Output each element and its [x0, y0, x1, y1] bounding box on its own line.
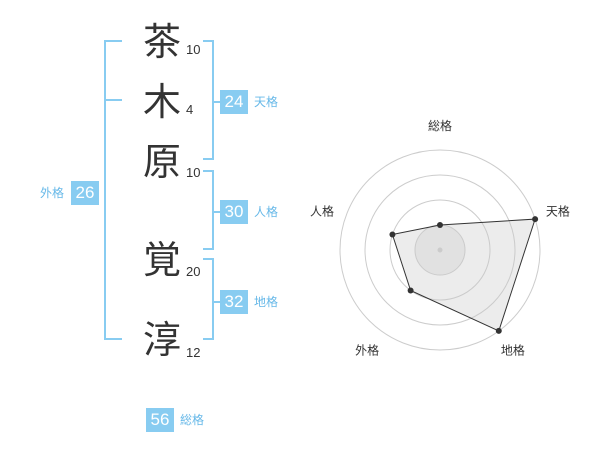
chikaku-bracket-vertical	[212, 258, 214, 340]
soukaku-label: 総格	[180, 413, 205, 427]
jinkaku-bracket-vertical	[212, 170, 214, 250]
chikaku-bracket-stub	[213, 301, 221, 303]
radar-point-1	[437, 222, 443, 228]
gaikaku-bracket-mid	[104, 99, 122, 101]
tenkaku-label: 天格	[254, 95, 279, 109]
gaikaku-bracket-vertical	[104, 40, 106, 340]
jinkaku-bracket-bottom	[203, 248, 213, 250]
radar-ring	[389, 199, 491, 301]
chikaku-value-badge: 32	[220, 290, 248, 314]
radar-ring	[364, 174, 516, 326]
radar-axis-label-2: 天格	[546, 204, 570, 219]
radar-point-4	[407, 287, 414, 294]
radar-axis-label-5: 人格	[310, 204, 334, 219]
jinkaku-bracket-top	[203, 170, 213, 172]
tenkaku-value-badge: 24	[220, 90, 248, 114]
radar-ring	[339, 149, 541, 351]
name-char-4: 覚	[142, 238, 181, 282]
radar-axis-label-1: 総格	[428, 118, 452, 133]
name-char-5: 淳	[142, 318, 181, 362]
radar-point-2	[532, 216, 539, 223]
name-char-2: 木	[142, 80, 181, 124]
chikaku-bracket-bottom	[203, 338, 213, 340]
gaikaku-label: 外格	[40, 186, 65, 200]
radar-points	[389, 216, 539, 334]
radar-point-5	[389, 231, 396, 238]
stroke-count-2: 4	[186, 102, 194, 117]
chikaku-bracket-top	[203, 258, 213, 260]
radar-point-3	[495, 327, 502, 334]
radar-axis-label-3: 地格	[501, 342, 525, 357]
stroke-count-4: 20	[186, 264, 201, 279]
stroke-count-3: 10	[186, 165, 201, 180]
stroke-count-5: 12	[186, 345, 201, 360]
radar-center-dot	[437, 247, 443, 253]
radar-polygon-layer	[391, 218, 536, 332]
soukaku-value-badge: 56	[146, 408, 174, 432]
name-char-1: 茶	[142, 20, 181, 64]
jinkaku-value-badge: 30	[220, 200, 248, 224]
stroke-count-1: 10	[186, 42, 201, 57]
radar-axis-label-4: 外格	[355, 342, 379, 357]
tenkaku-bracket-bottom	[203, 158, 213, 160]
tenkaku-bracket-vertical	[212, 40, 214, 160]
jinkaku-label: 人格	[254, 205, 279, 219]
name-char-3: 原	[142, 140, 181, 184]
jinkaku-bracket-stub	[213, 211, 221, 213]
radar-value-polygon	[391, 218, 536, 332]
tenkaku-bracket-top	[203, 40, 213, 42]
gaikaku-bracket-bottom	[104, 338, 122, 340]
tenkaku-bracket-stub	[213, 101, 221, 103]
gaikaku-value-badge: 26	[71, 181, 99, 205]
chikaku-label: 地格	[254, 295, 279, 309]
gaikaku-bracket-top	[104, 40, 122, 42]
